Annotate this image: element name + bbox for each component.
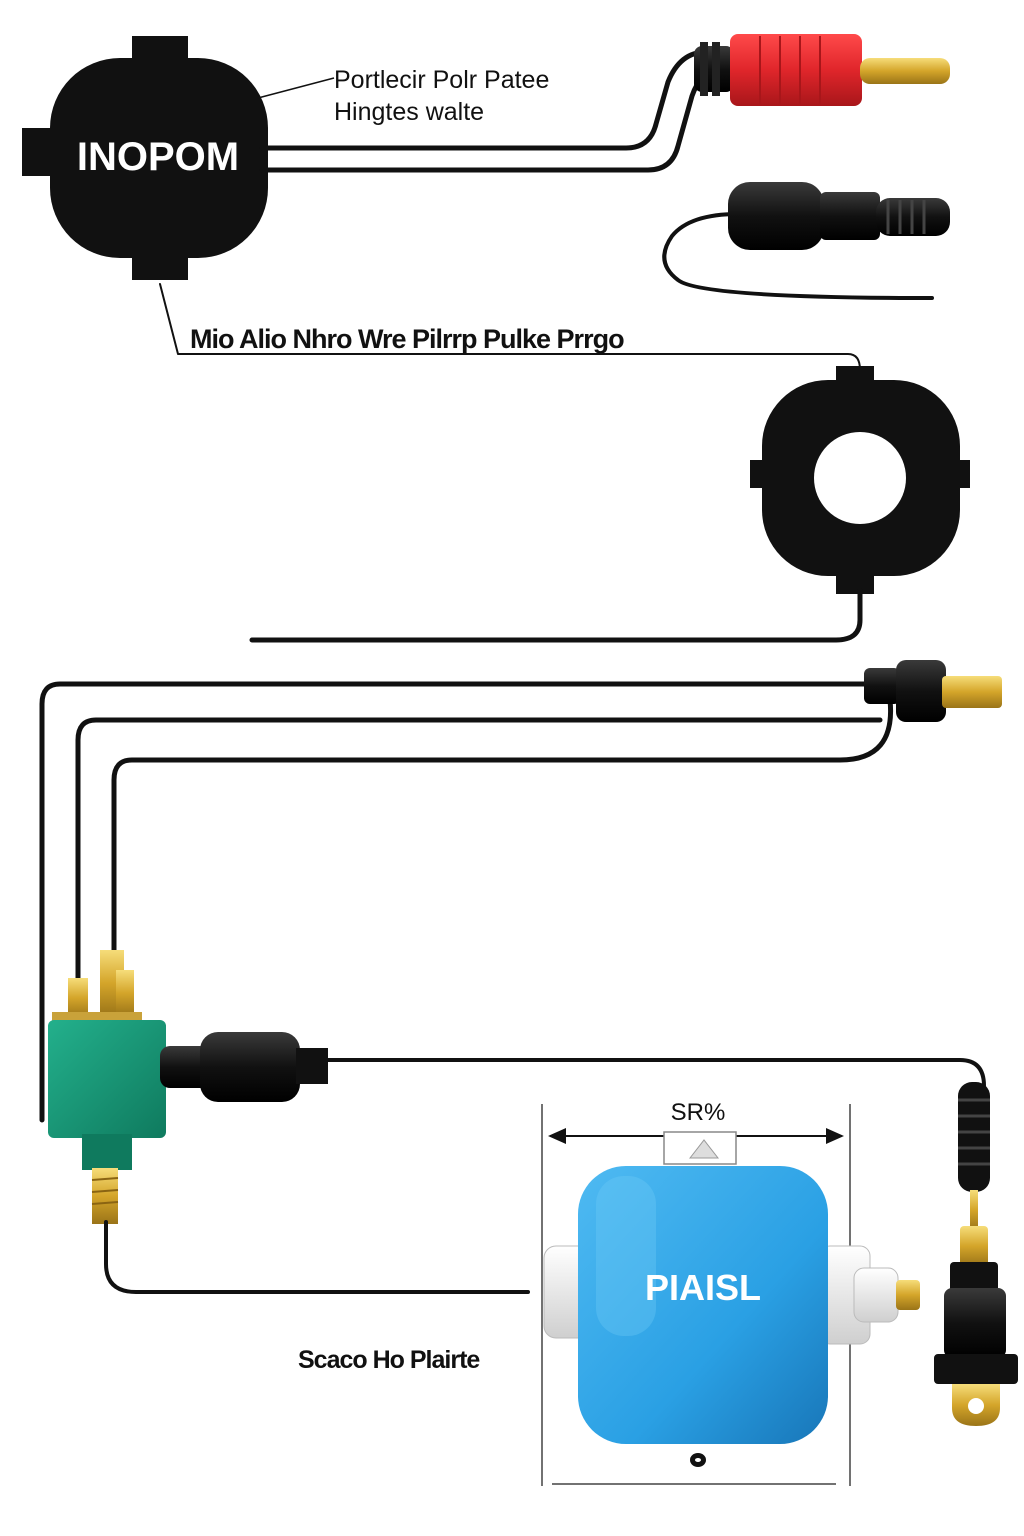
wire-loop-inner (111, 697, 894, 963)
dimension-marker (541, 1104, 851, 1486)
red-banana-plug-icon (694, 34, 950, 106)
spring-lead-icon (934, 1082, 1018, 1426)
pump-label: PIAISL (645, 1267, 761, 1308)
wire-module-to-red-plug-a (259, 49, 709, 151)
brass-connector-icon (864, 660, 1002, 722)
wire-ring-sensor-out (249, 587, 863, 643)
wire-loop-outer (39, 681, 873, 1123)
bottom-callout-text: Scaco Ho Plairte (298, 1346, 480, 1374)
wire-to-spring-lead (318, 1058, 986, 1088)
wire-block-to-pump (104, 1220, 530, 1294)
top-module: INOPOM (22, 36, 268, 280)
green-terminal-block-icon (48, 950, 166, 1224)
dimension-label: SR% (671, 1099, 726, 1126)
inline-connector-icon (160, 1032, 328, 1102)
top-callout-leader (257, 77, 335, 99)
top-callout-line2: Hingtes walte (334, 98, 484, 126)
black-sensor-plug-icon (662, 182, 950, 300)
pump-icon (543, 1166, 920, 1467)
top-callout-line1: Portlecir Polr Patee (334, 66, 549, 94)
top-module-label: INOPOM (77, 135, 239, 179)
ring-sensor-icon (750, 366, 970, 594)
middle-callout-text: Mio Alio Nhro Wre Pilrrp Pulke Prrgo (190, 324, 624, 354)
wire-loop-middle (75, 717, 883, 983)
